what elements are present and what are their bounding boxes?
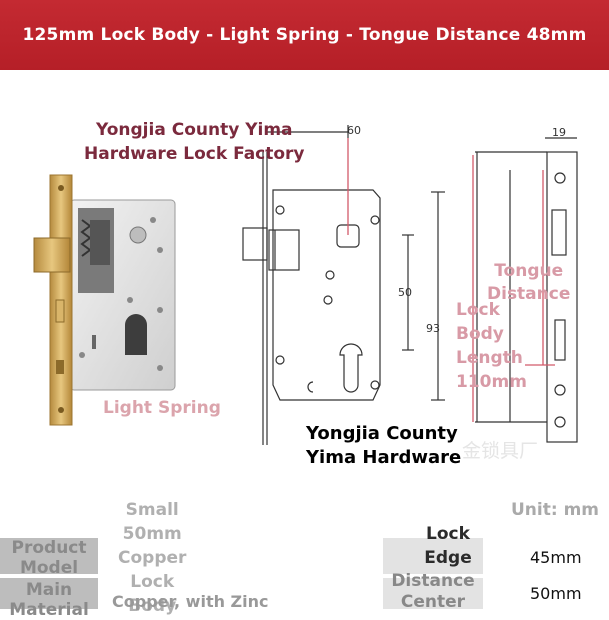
dim-19: 19	[552, 126, 566, 139]
tongue-line-2: Distance	[487, 284, 571, 304]
distance-center-value: 50mm	[530, 584, 582, 603]
unit-label: Unit: mm	[511, 500, 600, 520]
lock-body-line: Length	[456, 348, 523, 368]
lock-body-line: Lock	[456, 300, 500, 320]
lock-body-photo	[33, 174, 176, 426]
value-line: Small	[125, 500, 179, 520]
main-material-value: Copper, with Zinc	[112, 592, 269, 611]
lock-edge-label: Lock Edge	[419, 522, 477, 570]
lock-body-length-label: Lock Body Length 110mm	[456, 298, 527, 394]
tongue-distance-label: Tongue Distance	[487, 260, 570, 306]
lock-body-line: Body	[456, 324, 504, 344]
factory-line-1: Yongjia County Yima	[95, 120, 293, 140]
light-spring-label: Light Spring	[103, 398, 221, 418]
dim-93: 93	[426, 322, 440, 335]
lock-edge-value: 45mm	[530, 548, 582, 567]
dim-50: 50	[398, 286, 412, 299]
brand-name: Yongjia County Yima Hardware	[306, 422, 461, 470]
value-line: Lock	[130, 572, 175, 592]
table-cell	[383, 538, 483, 574]
technical-drawing: 60 50 93 19	[242, 124, 578, 445]
dim-60: 60	[347, 124, 361, 137]
factory-name: Yongjia County Yima Hardware Lock Factor…	[84, 118, 305, 166]
title-banner: 125mm Lock Body - Light Spring - Tongue …	[0, 0, 609, 70]
value-line: 50mm	[122, 524, 182, 544]
brand-line-1: Yongjia County	[306, 423, 458, 444]
lock-body-line: 110mm	[456, 372, 527, 392]
banner-title: 125mm Lock Body - Light Spring - Tongue …	[22, 25, 587, 45]
factory-line-2: Hardware Lock Factory	[84, 144, 305, 164]
brand-line-2: Yima Hardware	[306, 447, 462, 468]
watermark-text: 金锁具厂	[462, 440, 539, 462]
table-row-shade	[0, 538, 98, 574]
product-model-label: Product Model	[11, 538, 87, 578]
distance-center-label: Distance Center	[391, 571, 475, 612]
main-material-label: Main Material	[9, 580, 89, 620]
table-row-shade	[0, 578, 98, 609]
value-line: Copper	[118, 548, 187, 568]
tongue-line-1: Tongue	[494, 261, 564, 281]
lock-edge-text: Lock Edge	[424, 524, 472, 568]
table-cell	[383, 578, 483, 609]
